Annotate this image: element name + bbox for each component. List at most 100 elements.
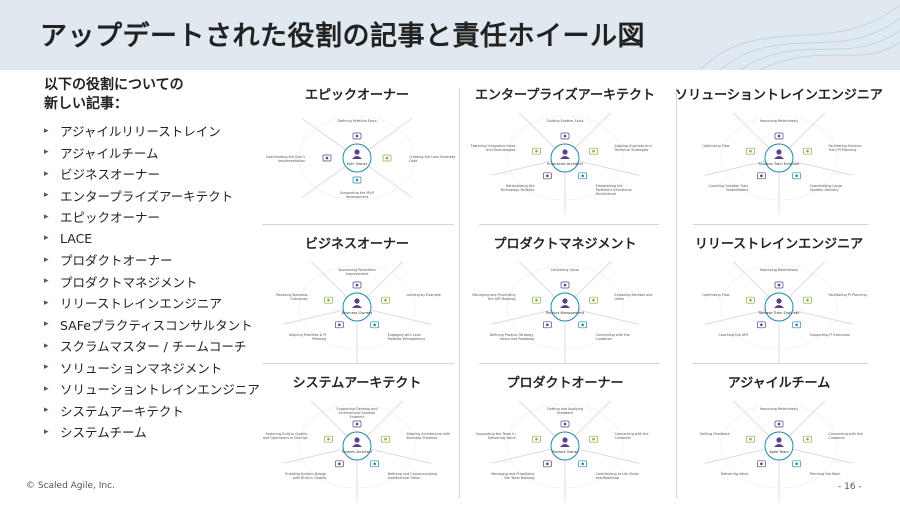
spoke-label: Leading by Example xyxy=(406,293,440,297)
responsibility-icon xyxy=(382,154,392,162)
role-label: リリーストレインエンジニア xyxy=(60,296,222,312)
wheel-diagram: Solution Train Engineer Improving Relentl… xyxy=(702,112,862,214)
responsibility-icon xyxy=(381,296,390,304)
bullet-arrow-icon: ▸ xyxy=(44,405,49,416)
title-banner: アップデートされた役割の記事と責任ホイール図 xyxy=(0,0,900,70)
responsibility-icon xyxy=(543,460,552,468)
bullet-arrow-icon: ▸ xyxy=(44,362,49,373)
panel-title: システムアーキテクト xyxy=(292,376,422,391)
copyright-text: © Scaled Agile, Inc. xyxy=(26,481,115,491)
responsibility-icon xyxy=(746,147,755,155)
responsibility-icon xyxy=(560,281,570,289)
grid-divider xyxy=(693,224,869,225)
responsibility-icon xyxy=(560,420,570,428)
wheel-ring xyxy=(506,403,624,489)
role-label: アジャイルチーム xyxy=(60,145,159,161)
hub-label: System Architect xyxy=(342,450,373,454)
panel-title: ソリューショントレインエンジニア xyxy=(675,88,883,103)
bullet-arrow-icon: ▸ xyxy=(44,426,49,437)
responsibility-icon xyxy=(381,435,390,443)
list-item: ▸アジャイルリリーストレイン xyxy=(44,120,260,142)
role-label: ビジネスオーナー xyxy=(60,167,161,183)
responsibility-icon xyxy=(803,147,812,155)
hub-label: Agile Team xyxy=(769,450,789,454)
wheel-ring xyxy=(720,264,838,350)
responsibility-icon xyxy=(757,321,766,329)
spoke-label: Getting Feedback xyxy=(700,432,730,436)
responsibility-icon xyxy=(589,435,598,443)
hub-label: Solution Train Engineer xyxy=(758,162,800,166)
responsibility-icon xyxy=(803,435,812,443)
responsibility-icon xyxy=(792,460,801,468)
role-label: SAFeプラクティスコンサルタント xyxy=(60,317,253,333)
responsibility-icon xyxy=(543,321,552,329)
role-label: システムアーキテクト xyxy=(60,403,184,419)
wheel-ring xyxy=(720,115,838,201)
role-label: システムチーム xyxy=(60,425,147,441)
list-item: ▸アジャイルチーム xyxy=(44,142,260,164)
list-item: ▸プロダクトマネジメント xyxy=(44,271,260,293)
bullet-arrow-icon: ▸ xyxy=(44,125,49,136)
wheel-ring xyxy=(298,264,416,350)
list-item: ▸ソリューションマネジメント xyxy=(44,357,260,379)
role-person-icon xyxy=(774,298,784,308)
slide-title: アップデートされた役割の記事と責任ホイール図 xyxy=(40,21,645,52)
responsibility-icon xyxy=(352,281,362,289)
spoke-label: Improving Relentlessly xyxy=(760,119,798,123)
hub-label: Business Owners xyxy=(342,311,373,315)
responsibility-wheel: Solution Train Engineer Improving Relentl… xyxy=(674,100,884,216)
responsibility-icon xyxy=(578,460,587,468)
role-person-icon xyxy=(352,298,362,308)
responsibility-icon xyxy=(746,435,755,443)
grid-divider xyxy=(262,363,454,364)
spoke-label: Improving Relentlessly xyxy=(760,407,798,411)
list-item: ▸SAFeプラクティスコンサルタント xyxy=(44,314,260,336)
panel-title: ビジネスオーナー xyxy=(304,237,409,252)
role-person-icon xyxy=(774,149,784,159)
bullet-arrow-icon: ▸ xyxy=(44,340,49,351)
hub-label: Epic Owner xyxy=(347,162,368,166)
responsibility-icon xyxy=(589,147,598,155)
role-label: LACE xyxy=(60,230,93,246)
spoke-label: Delivering Value xyxy=(721,472,749,476)
bullet-arrow-icon: ▸ xyxy=(44,297,49,308)
role-label: スクラムマスター / チームコーチ xyxy=(60,339,247,355)
responsibility-icon xyxy=(532,435,541,443)
responsibility-icon xyxy=(578,321,587,329)
responsibility-icon xyxy=(322,154,332,162)
responsibility-icon xyxy=(324,296,333,304)
grid-divider xyxy=(479,363,659,364)
bullet-arrow-icon: ▸ xyxy=(44,254,49,265)
spoke-label: Coaching the ART xyxy=(718,333,749,337)
page-number: - 16 - xyxy=(838,482,862,492)
role-list: ▸アジャイルリリーストレイン ▸アジャイルチーム ▸ビジネスオーナー ▸エンター… xyxy=(44,120,260,443)
responsibility-icon xyxy=(774,281,784,289)
spoke-label: Optimizing Flow xyxy=(702,144,729,148)
responsibility-icon xyxy=(589,296,598,304)
spoke-label: Facilitating PI Planning xyxy=(828,293,866,297)
bullet-arrow-icon: ▸ xyxy=(44,190,49,201)
grid-divider xyxy=(262,224,454,225)
bullet-arrow-icon: ▸ xyxy=(44,383,49,394)
responsibility-icon xyxy=(774,420,784,428)
intro-line-1: 以下の役割についての xyxy=(44,77,184,93)
bullet-arrow-icon: ▸ xyxy=(44,168,49,179)
